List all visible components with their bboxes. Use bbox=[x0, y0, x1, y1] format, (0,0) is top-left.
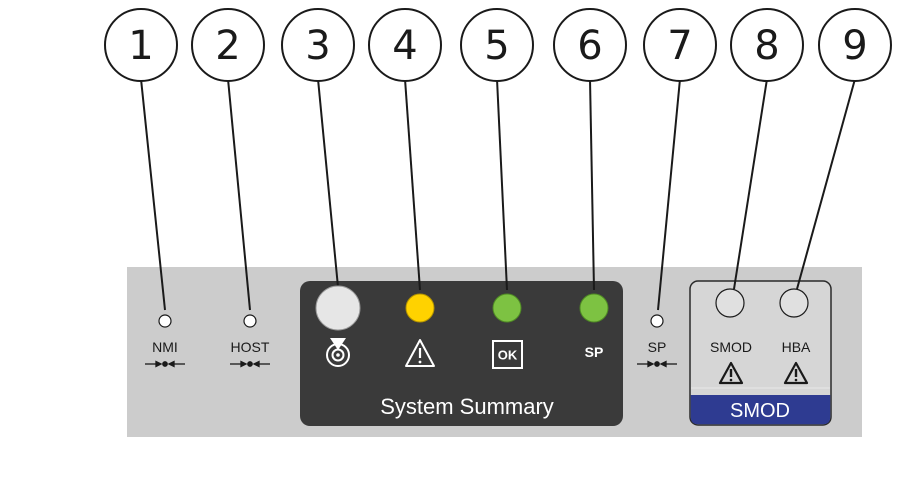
smod-band-label: SMOD bbox=[730, 400, 790, 422]
nmi-label: NMI bbox=[152, 339, 178, 355]
callout-number-6: 6 bbox=[577, 23, 602, 69]
sp-pinhole-button[interactable] bbox=[650, 314, 664, 328]
hba-led bbox=[779, 288, 809, 318]
callout-group: 1 2 3 4 5 6 7 8 9 bbox=[104, 8, 892, 82]
sp-label: SP bbox=[648, 339, 667, 355]
sp-ok-led bbox=[579, 293, 609, 323]
ok-label: OK bbox=[498, 348, 518, 363]
service-required-led bbox=[405, 293, 435, 323]
hba-label: HBA bbox=[782, 339, 811, 355]
callout-circle-7 bbox=[643, 8, 717, 82]
callout-number-8: 8 bbox=[754, 23, 779, 69]
locator-icon bbox=[326, 338, 350, 367]
callout-number-7: 7 bbox=[667, 23, 692, 69]
nmi-pinhole-button[interactable] bbox=[158, 314, 172, 328]
callout-number-4: 4 bbox=[392, 23, 417, 69]
warning-triangle-icon bbox=[405, 339, 435, 367]
sp-led-label: SP bbox=[585, 344, 604, 360]
locator-led-button[interactable] bbox=[315, 285, 361, 331]
callout-number-3: 3 bbox=[305, 23, 330, 69]
pinhole-button-icon bbox=[145, 360, 185, 368]
smod-label: SMOD bbox=[710, 339, 752, 355]
system-summary-label: System Summary bbox=[380, 394, 554, 419]
smod-warning-icon bbox=[718, 361, 744, 385]
callout-circle-3 bbox=[281, 8, 355, 82]
power-ok-led bbox=[492, 293, 522, 323]
callout-number-9: 9 bbox=[842, 23, 867, 69]
host-pinhole-button[interactable] bbox=[243, 314, 257, 328]
callout-circle-9 bbox=[818, 8, 892, 82]
pinhole-button-icon bbox=[637, 360, 677, 368]
callout-number-1: 1 bbox=[128, 23, 153, 69]
system-summary-block bbox=[300, 281, 623, 426]
ok-icon: OK bbox=[492, 340, 523, 369]
smod-band bbox=[690, 395, 831, 425]
callout-circle-6 bbox=[553, 8, 627, 82]
callout-number-5: 5 bbox=[484, 23, 509, 69]
callout-circle-8 bbox=[730, 8, 804, 82]
callout-leader-lines bbox=[140, 78, 856, 311]
callout-circle-5 bbox=[460, 8, 534, 82]
host-label: HOST bbox=[231, 339, 270, 355]
hba-warning-icon bbox=[783, 361, 809, 385]
callout-circle-2 bbox=[191, 8, 265, 82]
callout-circle-4 bbox=[368, 8, 442, 82]
callout-number-2: 2 bbox=[215, 23, 240, 69]
pinhole-button-icon bbox=[230, 360, 270, 368]
smod-led bbox=[715, 288, 745, 318]
callout-circle-1 bbox=[104, 8, 178, 82]
